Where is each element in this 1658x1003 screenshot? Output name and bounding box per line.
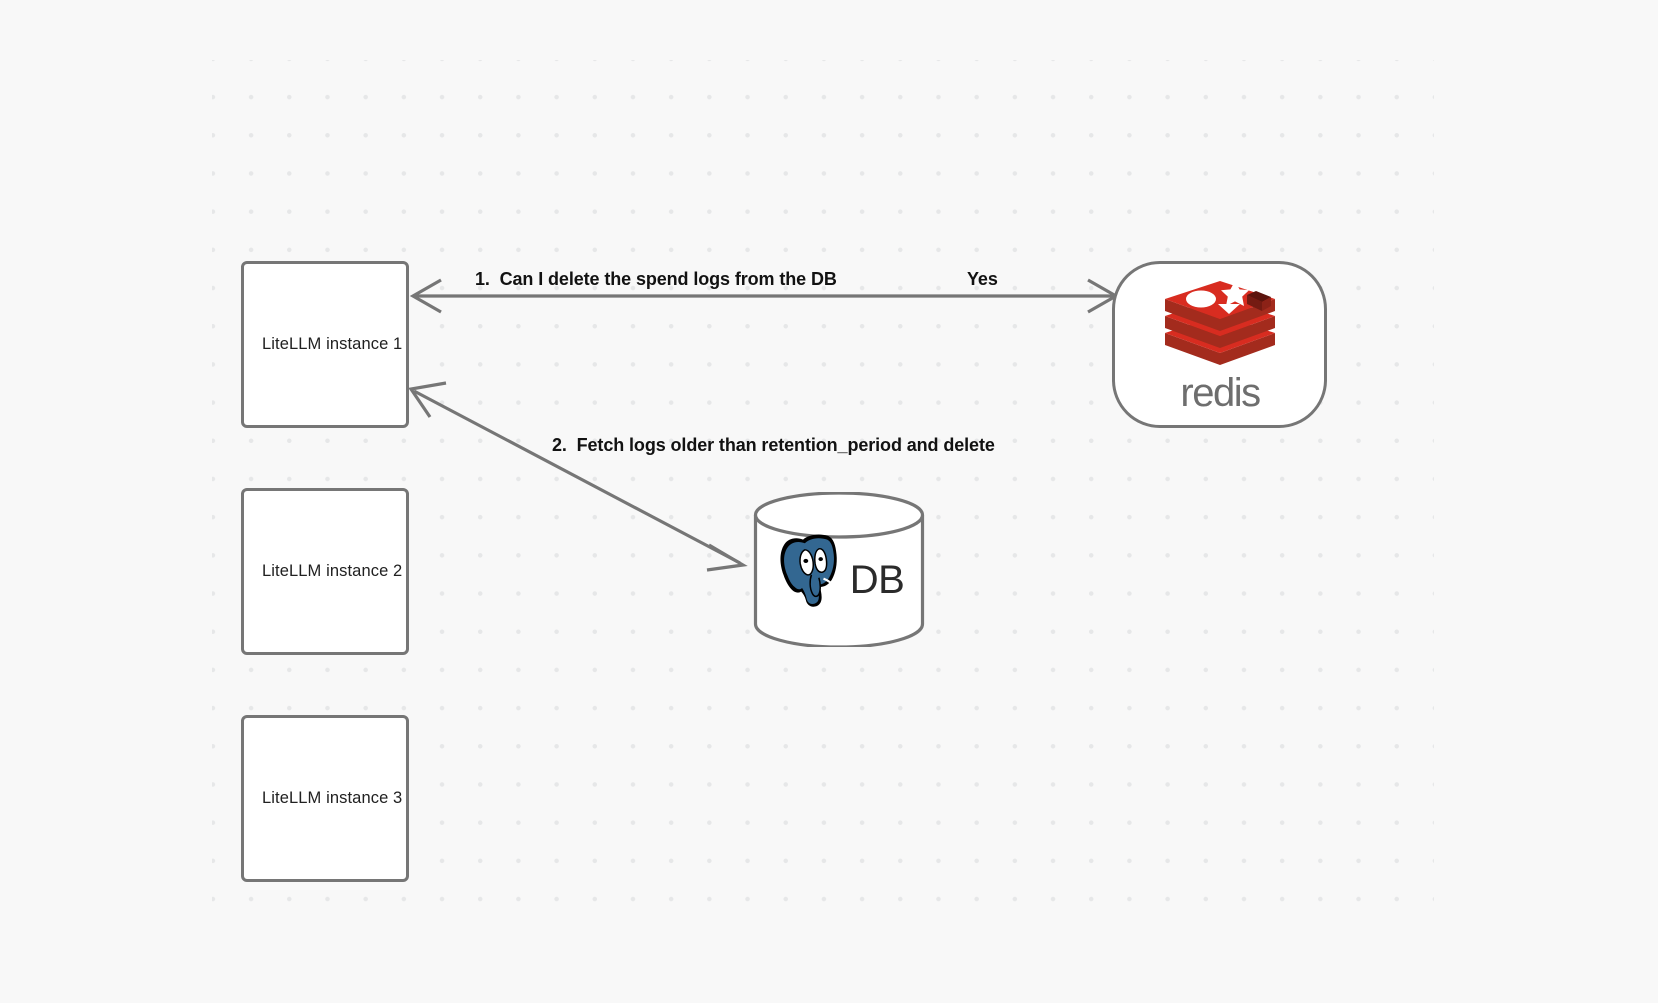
arrowhead-left — [409, 278, 442, 314]
edge-label-1: 1. Can I delete the spend logs from the … — [475, 269, 837, 289]
db-label: DB — [849, 558, 905, 602]
postgresql-elephant-icon — [780, 534, 837, 607]
edge-litellm1-db — [408, 381, 748, 572]
node-litellm-instance-2-label: LiteLLM instance 2 — [262, 562, 403, 580]
edge-label-1-reply: Yes — [967, 269, 998, 289]
svg-text:redis: redis — [1180, 373, 1260, 415]
node-litellm-instance-2[interactable]: LiteLLM instance 2 — [241, 488, 409, 655]
node-db[interactable]: DB — [753, 491, 925, 649]
node-redis[interactable]: redis — [1112, 261, 1327, 428]
node-litellm-instance-1[interactable]: LiteLLM instance 1 — [241, 261, 409, 428]
node-litellm-instance-3-label: LiteLLM instance 3 — [262, 789, 403, 807]
edge-label-2: 2. Fetch logs older than retention_perio… — [552, 435, 995, 455]
cylinder-shape — [753, 491, 925, 649]
arrowhead-lower — [706, 543, 748, 572]
db-logo-group: DB — [753, 492, 925, 647]
node-litellm-instance-1-label: LiteLLM instance 1 — [262, 335, 403, 353]
redis-wordmark: redis — [1180, 373, 1261, 415]
redis-logo-group: redis — [1156, 273, 1284, 415]
arrowhead-upper — [408, 381, 447, 418]
redis-logo-icon — [1164, 280, 1275, 365]
node-litellm-instance-3[interactable]: LiteLLM instance 3 — [241, 715, 409, 882]
